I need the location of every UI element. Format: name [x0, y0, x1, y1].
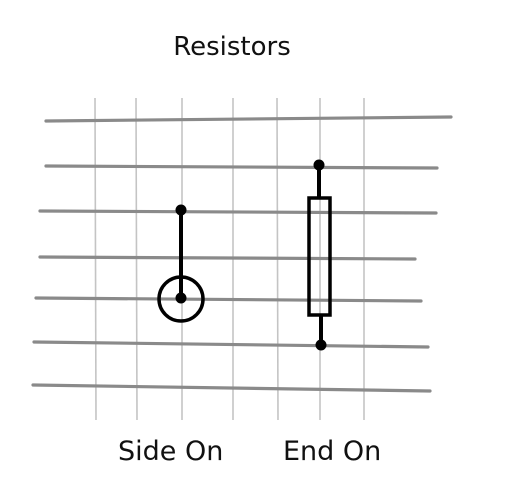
- resistor-end-on-symbol: [307, 159, 332, 351]
- solder-pad-dot: [315, 339, 327, 351]
- diagram-title: Resistors: [173, 32, 291, 62]
- strip-line: [32, 340, 430, 349]
- strip-line: [44, 115, 453, 123]
- strip-line: [34, 296, 423, 303]
- strip-line: [38, 209, 438, 215]
- solder-pad-dot: [313, 159, 325, 171]
- strip-line: [38, 255, 417, 261]
- resistor-body-circle: [157, 275, 205, 323]
- solder-pad-dot: [175, 204, 187, 216]
- resistor-side-on-symbol: [157, 204, 205, 323]
- strip-line: [31, 383, 432, 393]
- grid-column-line: [94, 97, 97, 421]
- horizontal-strip-lines: [31, 115, 453, 393]
- solder-pad-dot: [175, 292, 187, 304]
- caption-end-on: End On: [283, 436, 382, 467]
- strip-line: [44, 164, 439, 170]
- caption-side-on: Side On: [118, 436, 224, 467]
